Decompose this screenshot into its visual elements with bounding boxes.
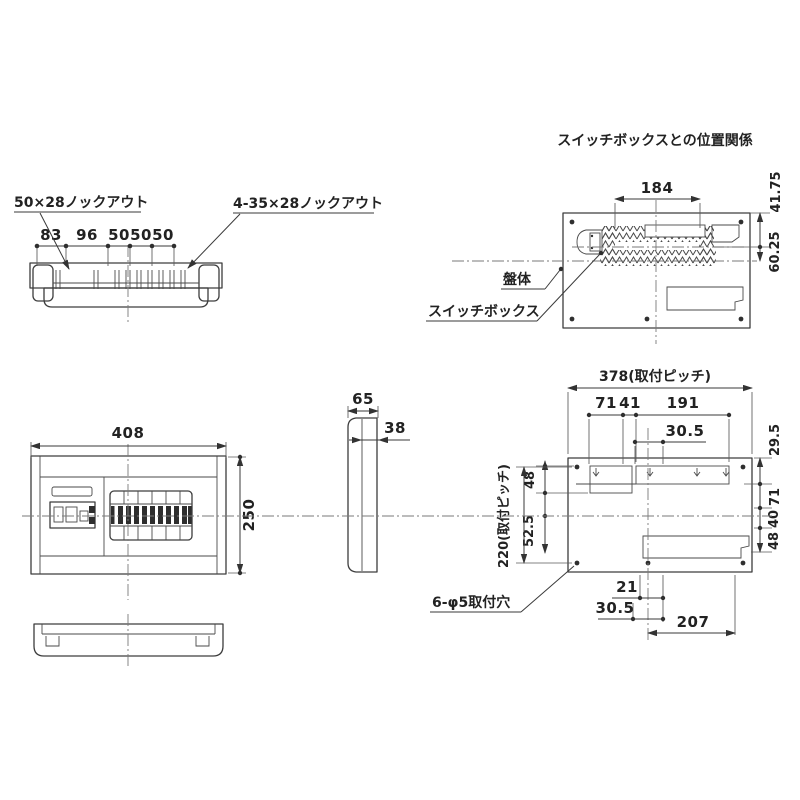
rear-top-slots — [576, 465, 730, 494]
dim-48-right: 48 — [767, 532, 782, 550]
dim-295: 29.5 — [768, 424, 783, 456]
dim-96: 96 — [76, 226, 98, 244]
dim-408: 408 — [112, 424, 145, 442]
switchbox-relation-view: スイッチボックスとの位置関係 184 — [426, 132, 784, 344]
top-view-knockout-ticks — [55, 270, 186, 289]
hanger-hooks — [592, 468, 730, 477]
switchbox-hatch — [600, 224, 716, 266]
top-view: 83 96 50 50 50 50×28ノックアウト 4-35×28ノックアウト — [14, 195, 383, 322]
bottom-notch-right — [195, 636, 210, 647]
dim-207: 207 — [677, 613, 710, 631]
front-outline — [30, 455, 227, 575]
dim-21: 21 — [616, 578, 638, 596]
dim-38-group: 38 — [349, 419, 410, 444]
side-view: 65 38 — [347, 390, 410, 573]
front-view: 408 250 — [30, 424, 258, 600]
mounting-holes-label: 6-φ5取付穴 — [432, 594, 510, 611]
dim-bottom-group: 21 30.5 207 — [595, 575, 736, 637]
mounting-hole-dots — [569, 219, 744, 322]
dim-38: 38 — [384, 419, 406, 437]
dim-71-top: 71 — [595, 394, 617, 412]
view-title: スイッチボックスとの位置関係 — [557, 132, 752, 149]
panel-body-outline — [562, 212, 751, 329]
branch-breakers — [109, 490, 193, 541]
dim-50-b: 50 — [130, 226, 152, 244]
rear-bottom-slot — [642, 535, 750, 559]
knockout-43528-label: 4-35×28ノックアウト — [233, 196, 383, 212]
knockout-5028-label: 50×28ノックアウト — [14, 195, 148, 211]
dim-71-right: 71 — [768, 488, 783, 506]
bottom-outline — [33, 623, 224, 657]
dim-378-pitch: 378(取付ピッチ) — [599, 368, 711, 385]
bottom-notch-left — [45, 636, 60, 647]
dim-250: 250 — [240, 499, 258, 532]
dim-48-left: 48 — [523, 471, 538, 489]
label-holes-group: 6-φ5取付穴 — [430, 565, 575, 613]
dim-left-chain-group: 48 52.5 — [522, 460, 588, 554]
dim-41: 41 — [619, 394, 641, 412]
switchbox-label: スイッチボックス — [428, 304, 540, 320]
dim-184: 184 — [641, 179, 674, 197]
knockout-label-right: 4-35×28ノックアウト — [187, 196, 383, 269]
dim-40: 40 — [767, 510, 782, 528]
dim-305-top: 30.5 — [665, 422, 704, 440]
dim-65-group: 65 — [347, 390, 379, 418]
dim-191: 191 — [667, 394, 700, 412]
top-view-dimension-chain: 83 96 50 50 50 — [34, 226, 177, 266]
dim-top-chain-group: 71 41 191 — [586, 394, 732, 464]
dim-65: 65 — [352, 390, 374, 408]
rear-mounting-holes — [574, 464, 746, 566]
dim-41-75: 41.75 — [769, 171, 784, 212]
dim-50-a: 50 — [108, 226, 130, 244]
label-bantai-group: 盤体 — [501, 266, 564, 290]
dim-378-group: 378(取付ピッチ) — [567, 368, 753, 454]
main-breaker — [49, 486, 96, 529]
dim-250-group: 250 — [228, 454, 258, 576]
panel-openings — [576, 224, 744, 311]
knockout-label-left: 50×28ノックアウト — [14, 195, 148, 270]
dim-408-group: 408 — [30, 424, 227, 458]
dim-50-c: 50 — [152, 226, 174, 244]
label-switchbox-group: スイッチボックス — [426, 250, 604, 322]
rear-outline — [567, 457, 753, 573]
dim-184-group: 184 — [614, 179, 701, 228]
dim-83: 83 — [40, 226, 62, 244]
bottom-view — [33, 614, 224, 668]
bantai-label: 盤体 — [503, 271, 532, 288]
dim-305-bottom: 30.5 — [595, 599, 634, 617]
front-frame-lines — [39, 456, 218, 574]
side-outline — [347, 417, 378, 573]
rear-view: 378(取付ピッチ) 71 41 191 30.5 — [430, 368, 783, 640]
dim-60-25: 60.25 — [768, 231, 783, 272]
dim-right-chain-switchbox: 41.75 60.25 — [714, 171, 784, 273]
dim-305-top-group: 30.5 — [632, 422, 706, 464]
dim-right-chain-group: 29.5 71 40 48 — [744, 424, 783, 553]
